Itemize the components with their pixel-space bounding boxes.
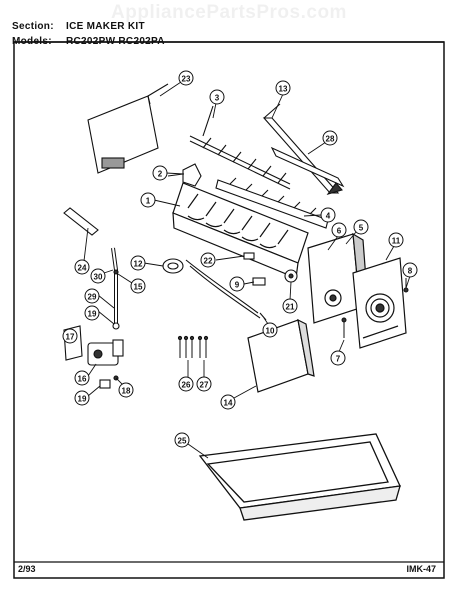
svg-text:4: 4 [326,212,331,221]
svg-text:9: 9 [235,281,240,290]
part-25-ice-bin [198,433,401,521]
svg-text:26: 26 [182,381,191,390]
svg-text:28: 28 [326,135,335,144]
part-4-stripper [215,177,329,229]
callout-11: 11 [388,232,404,248]
svg-text:11: 11 [392,237,401,246]
part-13-28-shelf [262,103,345,195]
callout-19b: 19 [74,390,90,406]
svg-text:18: 18 [122,387,131,396]
part-18-19-fittings [99,375,119,389]
callout-29: 29 [84,288,100,304]
callout-24: 24 [74,259,90,275]
part-14-cover-box [247,318,315,393]
callout-19a: 19 [84,305,100,321]
part-15-29-30-water-line [111,247,120,330]
svg-text:3: 3 [215,94,220,103]
svg-text:27: 27 [200,381,209,390]
callout-15: 15 [130,278,146,294]
parts-diagram-sheet: Section: ICE MAKER KIT Models: RC202PW R… [8,8,450,592]
callout-group: 23 13 3 28 2 1 4 5 6 11 8 12 22 9 21 10 … [62,70,418,448]
callout-3: 3 [209,89,225,105]
callout-23: 23 [178,70,194,86]
callout-27: 27 [196,376,212,392]
section-label: Section: [12,21,54,32]
svg-text:13: 13 [279,85,288,94]
svg-text:19: 19 [78,395,87,404]
svg-text:6: 6 [337,227,342,236]
callout-1: 1 [140,192,156,208]
callout-28: 28 [322,130,338,146]
callout-16: 16 [74,370,90,386]
part-24-tube [63,207,99,236]
svg-text:8: 8 [408,267,413,276]
callout-30: 30 [90,268,106,284]
callout-22: 22 [200,252,216,268]
part-9-10-22-wires [185,252,267,321]
callout-7: 7 [330,350,346,366]
leader-lines [69,79,411,459]
svg-text:1: 1 [146,197,151,206]
svg-text:5: 5 [359,224,364,233]
svg-text:10: 10 [266,327,275,336]
svg-text:21: 21 [286,303,295,312]
svg-text:2: 2 [158,170,163,179]
svg-text:30: 30 [94,273,103,282]
svg-text:17: 17 [66,333,75,342]
callout-12: 12 [130,255,146,271]
footer-code: IMK-47 [406,564,436,574]
part-23-cover [87,83,169,174]
svg-text:22: 22 [204,257,213,266]
exploded-parts-diagram: 23 13 3 28 2 1 4 5 6 11 8 12 22 9 21 10 … [13,41,445,579]
part-16-17-valve [63,325,124,366]
watermark: AppliancePartsPros.com [111,2,347,23]
callout-21: 21 [282,298,298,314]
svg-text:29: 29 [88,293,97,302]
svg-text:25: 25 [178,437,187,446]
svg-text:12: 12 [134,260,143,269]
callout-6: 6 [331,222,347,238]
svg-text:23: 23 [182,75,191,84]
part-26-27-screws [177,335,209,358]
callout-5: 5 [353,219,369,235]
callout-26: 26 [178,376,194,392]
part-3-ejector [189,105,291,190]
section-title: ICE MAKER KIT [66,21,145,32]
callout-10: 10 [262,322,278,338]
part-2-bracket [167,163,202,187]
callout-25: 25 [174,432,190,448]
svg-text:16: 16 [78,375,87,384]
callout-14: 14 [220,394,236,410]
svg-text:19: 19 [88,310,97,319]
part-11-module [352,257,407,349]
callout-17: 17 [62,328,78,344]
callout-2: 2 [152,165,168,181]
svg-text:15: 15 [134,283,143,292]
svg-text:7: 7 [336,355,341,364]
svg-text:14: 14 [224,399,233,408]
footer-date: 2/93 [18,564,36,574]
svg-text:24: 24 [78,264,87,273]
callout-9: 9 [229,276,245,292]
callout-18: 18 [118,382,134,398]
callout-4: 4 [320,207,336,223]
callout-8: 8 [402,262,418,278]
callout-13: 13 [275,80,291,96]
part-21-gear [284,269,298,283]
part-12-ring [162,258,184,274]
